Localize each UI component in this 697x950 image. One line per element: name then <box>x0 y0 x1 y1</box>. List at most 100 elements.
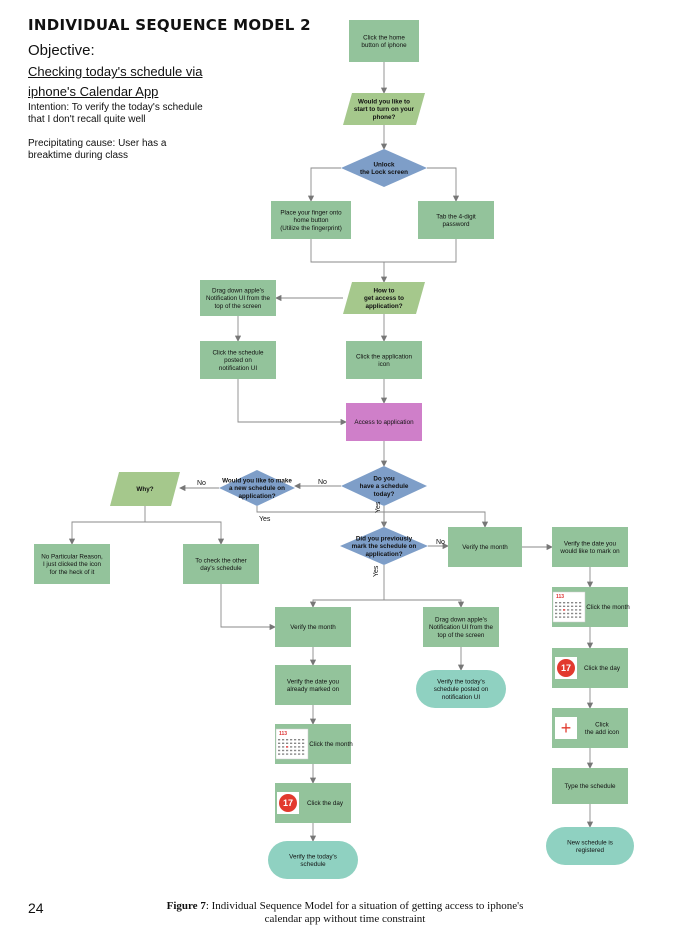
node-label: application? <box>238 493 275 500</box>
connector-e16 <box>145 521 225 545</box>
node-label: Notification UI from the <box>429 624 494 631</box>
edge-label-yes2: Yes <box>259 516 271 523</box>
svg-text:113: 113 <box>279 731 287 737</box>
svg-text:113: 113 <box>556 594 564 600</box>
edge-label-yes1: Yes <box>375 501 382 513</box>
node-label: would like to mark on <box>559 548 620 555</box>
process-box <box>183 544 259 584</box>
node-label: phone? <box>373 114 396 121</box>
node-label: home button <box>293 217 329 224</box>
node-label: top of the screen <box>215 303 262 310</box>
process-box <box>448 527 522 567</box>
question-parallelogram <box>343 282 425 314</box>
process-box <box>418 201 494 239</box>
edge-label-yes3: Yes <box>373 565 380 577</box>
caption-label: Figure 7 <box>166 900 206 912</box>
connector-e17 <box>220 584 276 631</box>
decision-diamond <box>219 470 295 506</box>
flow-node-n10: Access to application <box>346 403 422 441</box>
node-label: a new schedule on <box>229 485 285 492</box>
process-box <box>275 607 351 647</box>
process-box <box>423 607 499 647</box>
page-number: 24 <box>28 900 44 916</box>
intention-label: Intention: <box>28 102 70 113</box>
svg-text:+: + <box>561 718 572 738</box>
node-label: Verify the today's <box>437 679 485 686</box>
decision-diamond <box>341 149 427 187</box>
question-parallelogram <box>343 93 425 125</box>
connector-e20 <box>384 511 489 528</box>
node-label: Place your finger onto <box>280 210 342 217</box>
node-label: posted on <box>224 357 252 364</box>
node-label: application? <box>365 303 402 310</box>
process-box <box>200 341 276 379</box>
node-label: (Utilize the fingerprint) <box>280 225 342 232</box>
node-label: Do you <box>373 476 394 483</box>
terminal-pill <box>268 841 358 879</box>
node-label: application? <box>365 551 402 558</box>
node-label: I just clicked the icon <box>43 561 102 568</box>
node-label: get access to <box>364 295 404 302</box>
node-label: Click the month <box>309 741 353 748</box>
node-label: Type the schedule <box>564 783 616 790</box>
node-label: have a schedule <box>360 483 409 490</box>
terminal-pill <box>546 827 634 865</box>
node-label: Did you previously <box>356 536 413 543</box>
node-label: Would you like to make <box>222 478 292 485</box>
node-label: Drag down apple's <box>435 617 487 624</box>
node-label: today? <box>374 491 395 498</box>
process-box <box>200 280 276 316</box>
node-label: top of the screen <box>438 632 485 639</box>
svg-text:17: 17 <box>283 798 293 808</box>
node-label: Click the schedule <box>212 350 264 357</box>
node-label: for the heck of it <box>50 569 95 576</box>
node-label: Verify the month <box>462 544 508 551</box>
flow-node-n17: Verify the month <box>448 527 522 567</box>
flow-node-n24: Verify the month <box>275 607 351 647</box>
highlight-box <box>346 403 422 441</box>
node-label: already marked on <box>287 686 340 693</box>
precipitating-label: Precipitating cause: <box>28 138 116 149</box>
decision-diamond <box>340 527 428 565</box>
node-label: schedule <box>300 861 326 868</box>
decision-diamond <box>341 466 427 506</box>
connector-e3 <box>307 167 341 202</box>
node-label: No Particular Reason, <box>41 554 103 561</box>
node-label: Verify the date you <box>564 540 617 547</box>
svg-text:17: 17 <box>561 663 571 673</box>
node-label: Click the day <box>584 665 621 672</box>
node-label: Unlock <box>374 161 395 168</box>
node-label: Click the home <box>363 34 405 41</box>
connector-e15 <box>68 506 146 545</box>
node-label: New schedule is <box>567 839 613 846</box>
node-label: Click the day <box>307 800 344 807</box>
process-box <box>34 544 110 584</box>
node-label: start to turn on your <box>354 106 415 113</box>
node-label: schedule posted on <box>434 686 489 693</box>
node-label: password <box>443 221 470 228</box>
connector-e5 <box>310 239 457 263</box>
node-label: the Lock screen <box>360 169 408 176</box>
day-17-icon: 17 <box>555 657 577 679</box>
page-title: INDIVIDUAL SEQUENCE MODEL 2 <box>28 16 311 34</box>
connector-e18 <box>256 506 388 528</box>
objective-label: Objective: <box>28 42 95 59</box>
objective-line-2: iphone's Calendar App <box>28 84 159 99</box>
connector-lines <box>68 62 594 842</box>
connector-e28 <box>309 565 385 608</box>
process-box <box>552 768 628 804</box>
node-label: button of iphone <box>361 42 407 49</box>
